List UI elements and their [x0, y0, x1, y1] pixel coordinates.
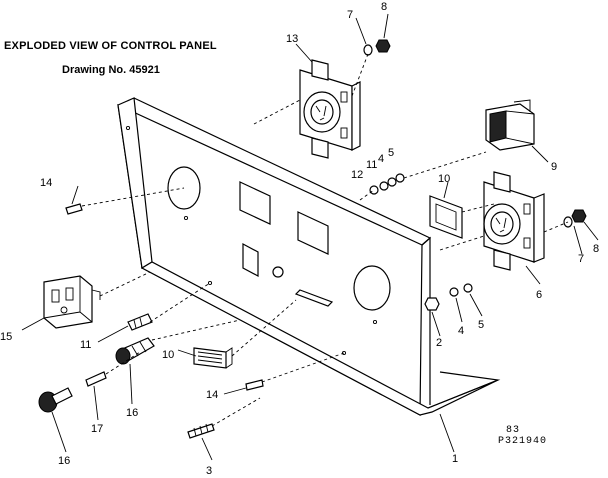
- bushing-11: [127, 313, 153, 331]
- callout-11-upper: 11: [366, 159, 377, 171]
- fuse-17: [85, 371, 107, 387]
- switch-9: [485, 99, 535, 151]
- callout-9: 9: [551, 161, 557, 173]
- plate-10-upper: [429, 195, 463, 239]
- callout-5-upper: 5: [388, 147, 394, 159]
- callout-5-lower: 5: [478, 319, 484, 331]
- drawing-code: 83 P321940: [498, 425, 547, 447]
- hardware-12-11-4-5: [369, 173, 405, 195]
- callout-7-upper: 7: [347, 9, 353, 21]
- callout-4-upper: 4: [378, 153, 384, 165]
- callout-17: 17: [91, 423, 103, 435]
- callout-8-right: 8: [593, 243, 599, 255]
- assembly-lines: [81, 53, 569, 427]
- callout-6: 6: [536, 289, 542, 301]
- callout-16-upper: 16: [126, 407, 138, 419]
- connector-10-lower: [193, 347, 233, 369]
- outlet-15: [43, 275, 101, 329]
- callout-8-upper: 8: [381, 1, 387, 13]
- callout-4-lower: 4: [458, 325, 464, 337]
- leader-lines: [21, 13, 599, 461]
- fuse-cap-16-lower: [38, 387, 73, 413]
- callout-10-lower: 10: [162, 349, 174, 361]
- callout-14-left: 14: [40, 177, 52, 189]
- callout-7-right: 7: [578, 253, 584, 265]
- callout-14-lower: 14: [206, 389, 218, 401]
- screw-14-lower: [245, 379, 264, 391]
- control-panel: [117, 97, 501, 416]
- callout-16-lower: 16: [58, 455, 70, 467]
- receptacle-13: [299, 59, 361, 159]
- screw-3: [187, 423, 215, 439]
- drawing-code-line-1: 83: [506, 425, 520, 436]
- hardware-2-4-5: [424, 283, 473, 311]
- callout-12: 12: [351, 169, 363, 181]
- callout-13: 13: [286, 33, 298, 45]
- screw-14-left: [65, 203, 83, 215]
- drawing-number: Drawing No. 45921: [62, 64, 160, 76]
- drawing-code-line-2: P321940: [498, 436, 547, 447]
- callout-11-lower: 11: [80, 339, 91, 351]
- diagram-title: EXPLODED VIEW OF CONTROL PANEL: [4, 40, 217, 52]
- hardware-right-7-8: [563, 209, 587, 228]
- callout-2: 2: [436, 337, 442, 349]
- hardware-upper-7-8: [363, 39, 391, 56]
- callout-3: 3: [206, 465, 212, 477]
- callout-1: 1: [452, 453, 458, 465]
- fuse-holder-16-upper: [115, 337, 155, 365]
- receptacle-6: [483, 171, 545, 271]
- callout-10-upper: 10: [438, 173, 450, 185]
- callout-15: 15: [0, 331, 12, 343]
